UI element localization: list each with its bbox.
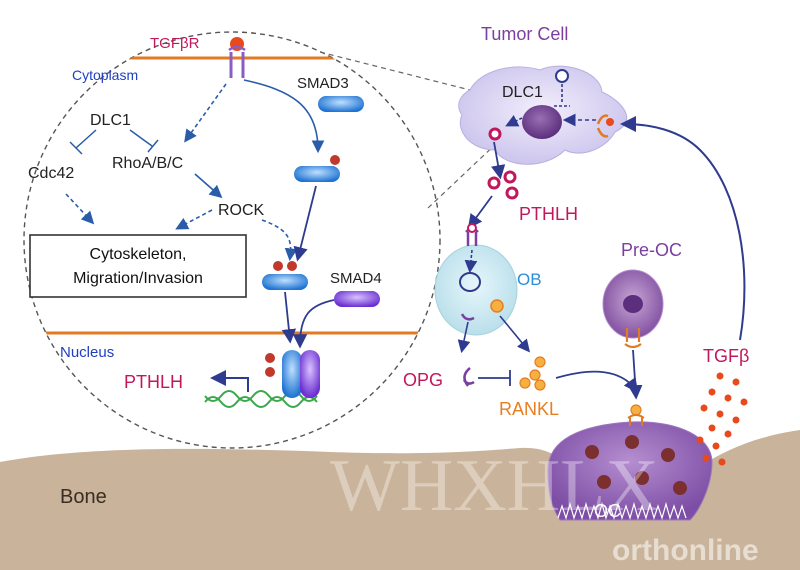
pthlh-transcription-arrow: [210, 370, 249, 392]
cdc42-label: Cdc42: [28, 165, 74, 182]
smad4-pill: [334, 291, 380, 307]
dlc1-inhibit-rho: [129, 129, 159, 153]
pre-oc-label: Pre-OC: [621, 240, 682, 260]
tgfb-label: TGFβ: [703, 346, 749, 366]
tgfb-particles: [696, 372, 748, 466]
tumor-cell-label: Tumor Cell: [481, 24, 568, 44]
rankl-label: RANKL: [499, 399, 559, 419]
receptor-to-smad3-arrow: [243, 79, 325, 154]
pre-oc-receptor-icon: [624, 328, 642, 349]
rock-to-psmad-arrow: [261, 219, 298, 262]
phospho-icon-a: [273, 261, 283, 271]
rock-label: ROCK: [218, 202, 265, 219]
pre-oc-to-oc-arrow: [628, 349, 643, 400]
zoom-line-top: [319, 51, 471, 91]
rankl-particles: [519, 356, 546, 391]
rankl-to-oc-arrow: [555, 370, 639, 393]
ob-receptor-ligand: [467, 223, 477, 233]
cytoplasm-label: Cytoplasm: [72, 67, 138, 83]
cdc42-to-box-arrow: [65, 193, 95, 225]
watermark-logo: orthonline: [612, 534, 759, 567]
phospho-icon: [330, 155, 340, 165]
dlc1-inhibit: [554, 84, 570, 107]
psmad-to-nucleus-arrow: [281, 291, 297, 344]
dna-helix: [204, 390, 318, 408]
nucleus-label: Nucleus: [60, 344, 114, 361]
zoom-line-bottom: [427, 139, 501, 209]
oc-nuclei: [585, 435, 687, 495]
tgfbr-receptor-icon: [228, 37, 246, 78]
tumor-nucleus: [522, 105, 562, 139]
ob-to-rankl-arrow: [499, 315, 531, 353]
opg-label: OPG: [403, 370, 443, 390]
ob-opg-icon: [460, 313, 475, 321]
watermark-text: WHXHLX: [330, 445, 659, 527]
rho-to-rock-arrow: [194, 173, 223, 199]
oc-label: OC: [594, 501, 621, 521]
ob-signal-arrow: [464, 249, 478, 274]
cytoskeleton-box: [29, 234, 247, 298]
ob-rankl-icon: [490, 299, 504, 313]
cytoskeleton-line1: Cytoskeleton,: [90, 246, 187, 263]
pre-oc-nucleus: [623, 295, 643, 313]
receptor-to-rho-arrow: [184, 83, 227, 143]
cytoskeleton-line2: Migration/Invasion: [73, 270, 203, 287]
ob-to-opg-arrow: [457, 321, 471, 354]
smad3-pill: [318, 96, 364, 112]
bone-label: Bone: [60, 486, 107, 508]
smad4-to-nucleus-arrow: [292, 299, 335, 349]
inset-pthlh-label: PTHLH: [124, 372, 183, 392]
psmad3-pill: [294, 166, 340, 182]
smad3-label: SMAD3: [297, 75, 349, 92]
nucleus-to-left-arrow: [505, 114, 523, 127]
opg-icon: [462, 367, 475, 387]
tumor-tgfbr-icon: [596, 114, 614, 138]
tgfbr-label: TGFβR: [150, 35, 200, 52]
smad-complex: [265, 350, 320, 398]
inset-dlc1-label: DLC1: [90, 112, 131, 129]
dlc1-inhibit-cdc42: [69, 129, 97, 155]
phospho-icon-b: [287, 261, 297, 271]
tumor-dlc1-label: DLC1: [502, 84, 543, 101]
oc-receptor-icon: [627, 404, 645, 426]
psmad3-to-complex-arrow: [293, 185, 317, 262]
dlc1-dot-icon: [555, 69, 569, 83]
bone-surface: [0, 430, 800, 570]
pthlh-vesicle-icon: [488, 127, 502, 141]
ob-label: OB: [517, 270, 542, 289]
oc-ruffled-border: [557, 501, 687, 521]
tgfb-to-tumor-arrow: [620, 116, 746, 341]
pthlh-label: PTHLH: [519, 204, 578, 224]
pthlh-particles: [487, 170, 519, 200]
opg-inhibits-rankl: [478, 370, 511, 386]
rho-label: RhoA/B/C: [112, 155, 183, 172]
pthlh-to-ob-arrow: [467, 195, 493, 229]
smad4-label: SMAD4: [330, 270, 382, 287]
psmad-pill: [262, 274, 308, 290]
tumor-to-pthlh-arrow: [491, 141, 506, 180]
